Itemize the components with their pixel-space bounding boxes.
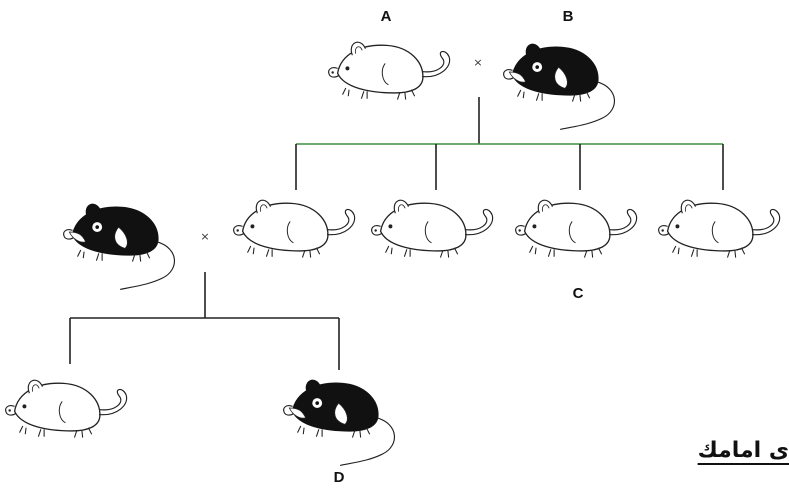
mouse-testcross-parent	[63, 203, 176, 291]
cross-symbol-top: ×	[473, 56, 482, 69]
mouse-f1-3	[515, 199, 638, 259]
label-b: B	[563, 8, 574, 25]
mouse-parent-b	[503, 43, 616, 131]
mouse-f1-4	[658, 199, 781, 259]
mouse-parent-a	[328, 41, 451, 101]
label-c: C	[573, 285, 584, 302]
mouse-f1-1	[233, 199, 356, 259]
mouse-offspring-1	[5, 379, 128, 439]
label-a: A	[381, 8, 392, 25]
label-d: D	[334, 469, 345, 486]
cross-symbol-middle: ×	[200, 230, 209, 243]
cut-off-arabic-text: ى امامك	[697, 438, 789, 463]
mouse-f1-2	[371, 199, 494, 259]
mouse-offspring-2	[283, 379, 396, 467]
